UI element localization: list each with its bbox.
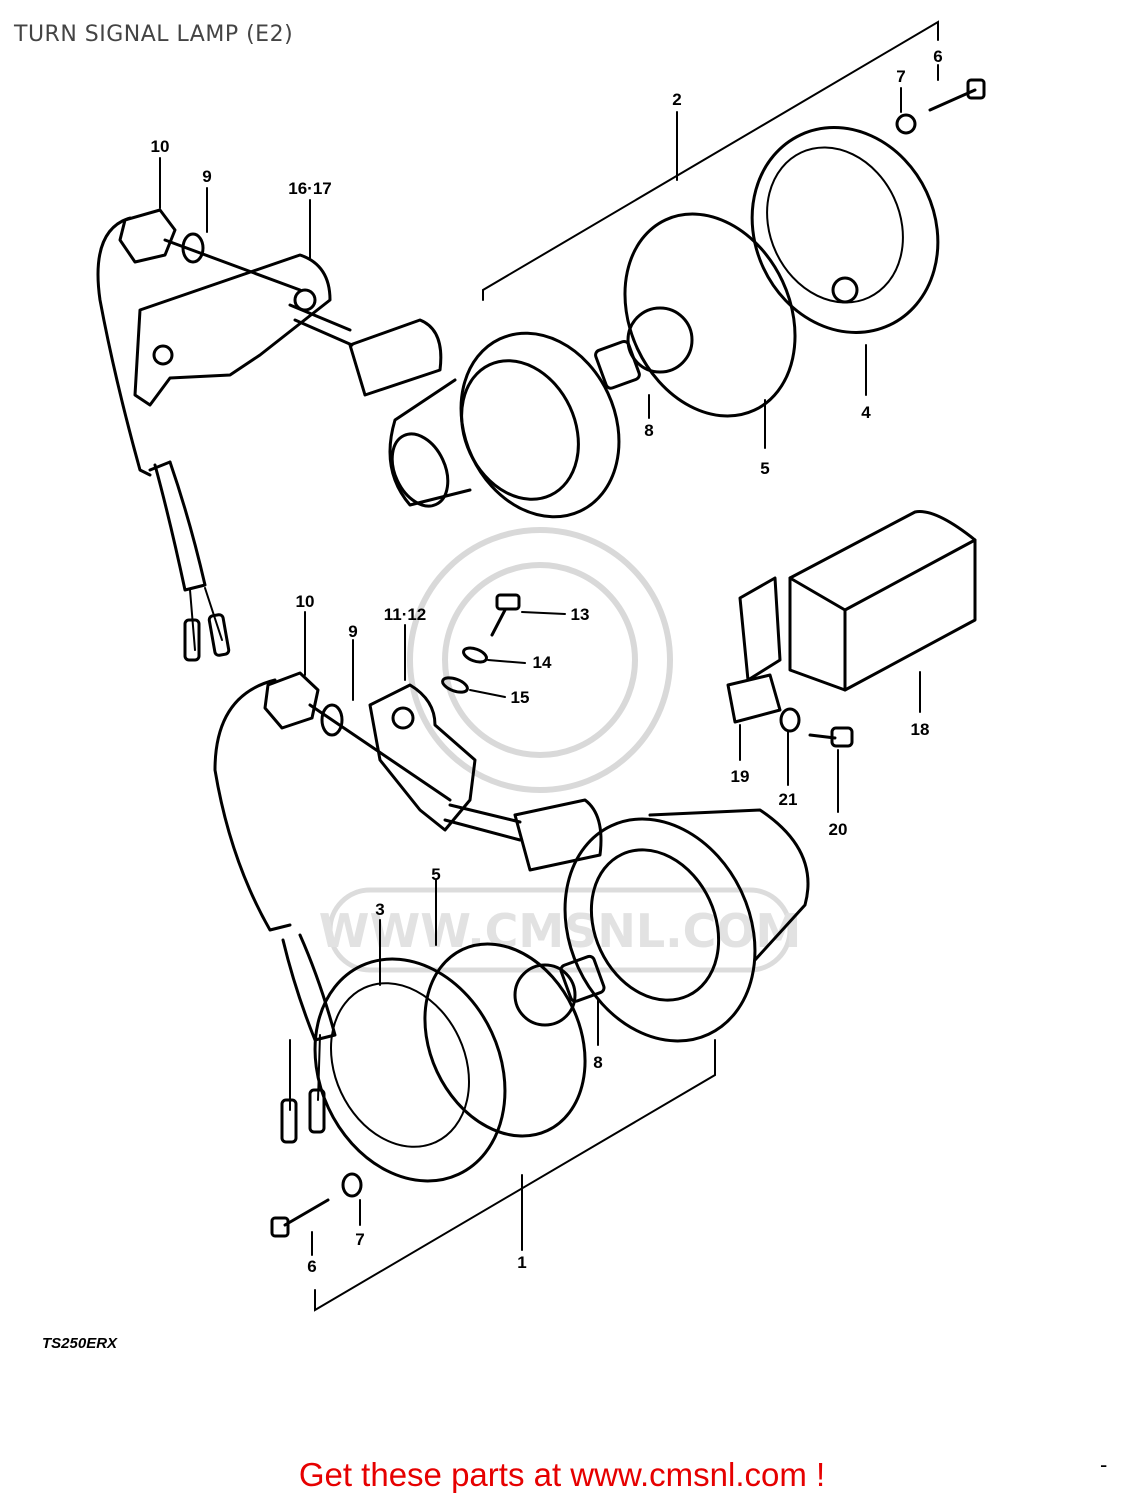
- upper-screw-washer: [895, 78, 986, 135]
- upper-bracket: [133, 253, 332, 407]
- footer-dash: -: [1100, 1452, 1108, 1477]
- callout-5-lower: 5: [431, 865, 440, 884]
- lower-screw-washer: [270, 1172, 363, 1238]
- callout-13: 13: [571, 605, 590, 624]
- upper-nut-washer-wire: [96, 208, 302, 662]
- callout-19: 19: [731, 767, 750, 786]
- lower-lens-bulb: [313, 942, 606, 1183]
- callout-14: 14: [533, 653, 552, 672]
- callout-21: 21: [779, 790, 798, 809]
- callout-15: 15: [511, 688, 530, 707]
- page-title: TURN SIGNAL LAMP (E2): [14, 22, 294, 47]
- bracket-hardware: [441, 593, 521, 694]
- callout-11-12: 11·12: [384, 605, 427, 624]
- callout-10-upper: 10: [151, 137, 170, 156]
- lower-assembly-leader: [314, 1039, 716, 1312]
- callout-5-upper: 5: [760, 459, 769, 478]
- callout-16-17: 16·17: [288, 179, 331, 198]
- callout-4: 4: [861, 403, 871, 422]
- callout-8-lower: 8: [593, 1053, 602, 1072]
- flasher-relay: [726, 510, 977, 748]
- callouts: 2 7 6 10 9 16·17 8 5 4 10 9 11·12 13 14 …: [151, 47, 943, 1276]
- callout-8-upper: 8: [644, 421, 653, 440]
- upper-lamp-housing: [288, 303, 621, 519]
- callout-6-upper: 6: [933, 47, 942, 66]
- upper-assembly-leader: [482, 20, 939, 301]
- callout-2: 2: [672, 90, 681, 109]
- callout-7-lower: 7: [355, 1230, 364, 1249]
- callout-1: 1: [517, 1253, 526, 1272]
- leader-lines: [159, 64, 939, 1256]
- callout-7-upper: 7: [896, 67, 905, 86]
- callout-18: 18: [911, 720, 930, 739]
- callout-3: 3: [375, 900, 384, 919]
- callout-9-upper: 9: [202, 167, 211, 186]
- lower-nut-washer-wire: [213, 671, 452, 1144]
- callout-9-lower: 9: [348, 622, 357, 641]
- watermark: WWW.CMSNL.COM: [319, 527, 802, 973]
- watermark-text: WWW.CMSNL.COM: [319, 904, 802, 958]
- callout-10-lower: 10: [296, 592, 315, 611]
- lower-bracket: [368, 683, 477, 832]
- footer-link[interactable]: Get these parts at www.cmsnl.com !: [298, 1456, 826, 1493]
- callout-6-lower: 6: [307, 1257, 316, 1276]
- callout-20: 20: [829, 820, 848, 839]
- upper-bulb-lens: [594, 126, 940, 418]
- model-code: TS250ERX: [42, 1335, 118, 1352]
